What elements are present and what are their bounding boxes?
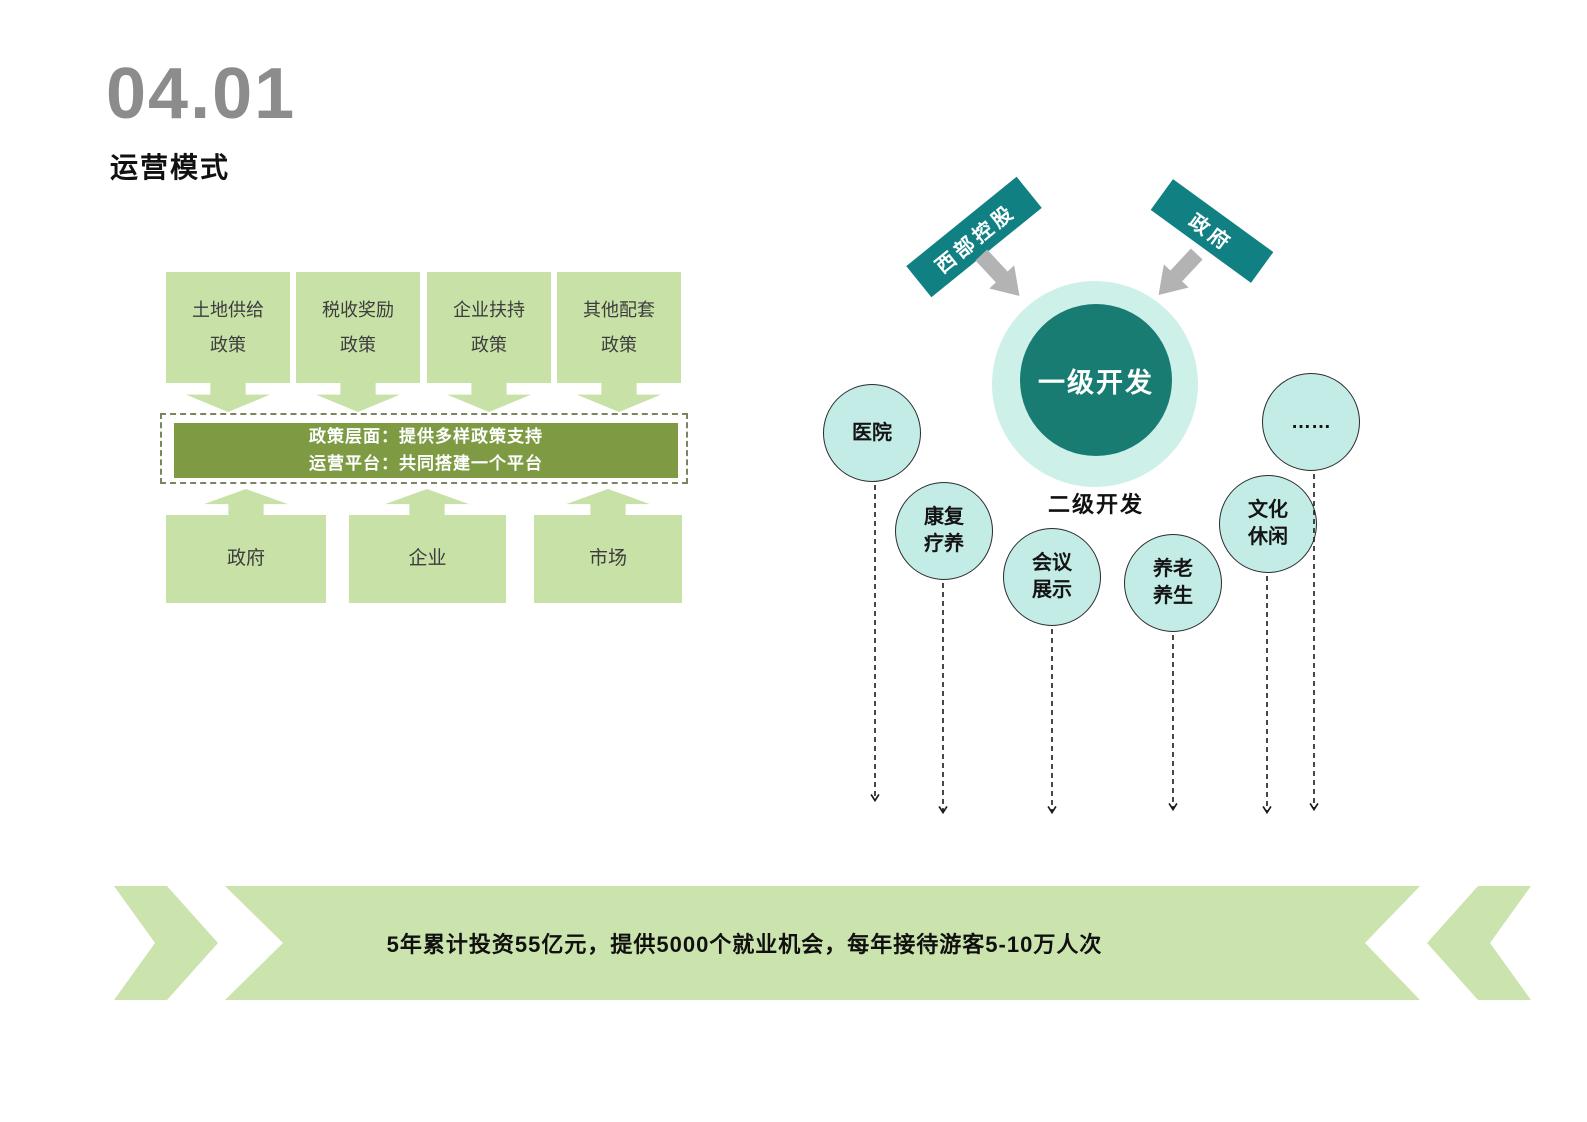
investor-ribbon-government: 政府	[1150, 179, 1274, 283]
policy-box-label: 土地供给 政策	[192, 300, 264, 355]
satellite-label: 养老 养生	[1153, 558, 1193, 607]
up-arrow-icon	[385, 489, 469, 515]
platform-line-operation: 运营平台：共同搭建一个平台	[309, 453, 543, 473]
gray-arrow-gov	[1158, 248, 1203, 295]
page-title: 运营模式	[110, 152, 231, 183]
platform-statement-bar: 政策层面：提供多样政策支持 运营平台：共同搭建一个平台	[174, 423, 678, 478]
satellite-ellipsis: ……	[1262, 373, 1360, 471]
actor-box-government: 政府	[166, 515, 326, 603]
actor-box-label: 政府	[226, 547, 265, 569]
satellite-rehab: 康复 疗养	[895, 482, 993, 580]
investor-ribbon-west-holdings: 西部控股	[906, 176, 1042, 298]
policy-box-tax: 税收奖励 政策	[296, 272, 420, 383]
ribbon-chevron-left-icon	[114, 886, 218, 1000]
up-arrow-icon	[204, 489, 288, 515]
actor-box-enterprise: 企业	[349, 515, 506, 603]
down-arrow-icon	[577, 382, 661, 412]
summary-ribbon-text: 5年累计投资55亿元，提供5000个就业机会，每年接待游客5-10万人次	[386, 932, 1103, 957]
summary-ribbon: 5年累计投资55亿元，提供5000个就业机会，每年接待游客5-10万人次	[225, 886, 1420, 1000]
actor-box-label: 企业	[408, 547, 447, 569]
satellite-label: 康复 疗养	[924, 506, 964, 555]
satellite-culture-leisure: 文化 休闲	[1219, 475, 1317, 573]
satellite-label: 医院	[852, 421, 892, 444]
satellite-elderly-care: 养老 养生	[1124, 534, 1222, 632]
primary-development-circle: 一级开发	[1020, 304, 1172, 456]
satellite-label: 文化 休闲	[1248, 499, 1288, 548]
actor-box-market: 市场	[534, 515, 682, 603]
satellite-hospital: 医院	[823, 384, 921, 482]
platform-dashed-frame	[160, 413, 688, 484]
ribbon-chevron-right-icon	[1427, 886, 1535, 1000]
down-arrow-icon	[447, 382, 531, 412]
up-arrow-icon	[566, 489, 650, 515]
satellite-label: 会议 展示	[1032, 552, 1072, 601]
policy-box-label: 企业扶持 政策	[453, 300, 525, 355]
down-arrow-icon	[316, 382, 400, 412]
investor-ribbon-label: 西部控股	[931, 200, 1020, 278]
secondary-development-label: 二级开发	[1047, 492, 1144, 517]
policy-box-other: 其他配套 政策	[557, 272, 681, 383]
down-arrow-icon	[186, 382, 270, 412]
satellite-conference: 会议 展示	[1003, 528, 1101, 626]
policy-box-label: 税收奖励 政策	[322, 300, 394, 355]
platform-line-policy: 政策层面：提供多样政策支持	[309, 427, 543, 447]
section-number: 04.01	[106, 54, 297, 134]
policy-box-label: 其他配套 政策	[583, 300, 655, 355]
policy-box-land: 土地供给 政策	[166, 272, 290, 383]
policy-box-enterprise: 企业扶持 政策	[427, 272, 551, 383]
actor-box-label: 市场	[588, 547, 627, 569]
investor-ribbon-label: 政府	[1184, 210, 1237, 257]
satellite-label: ……	[1291, 410, 1331, 433]
